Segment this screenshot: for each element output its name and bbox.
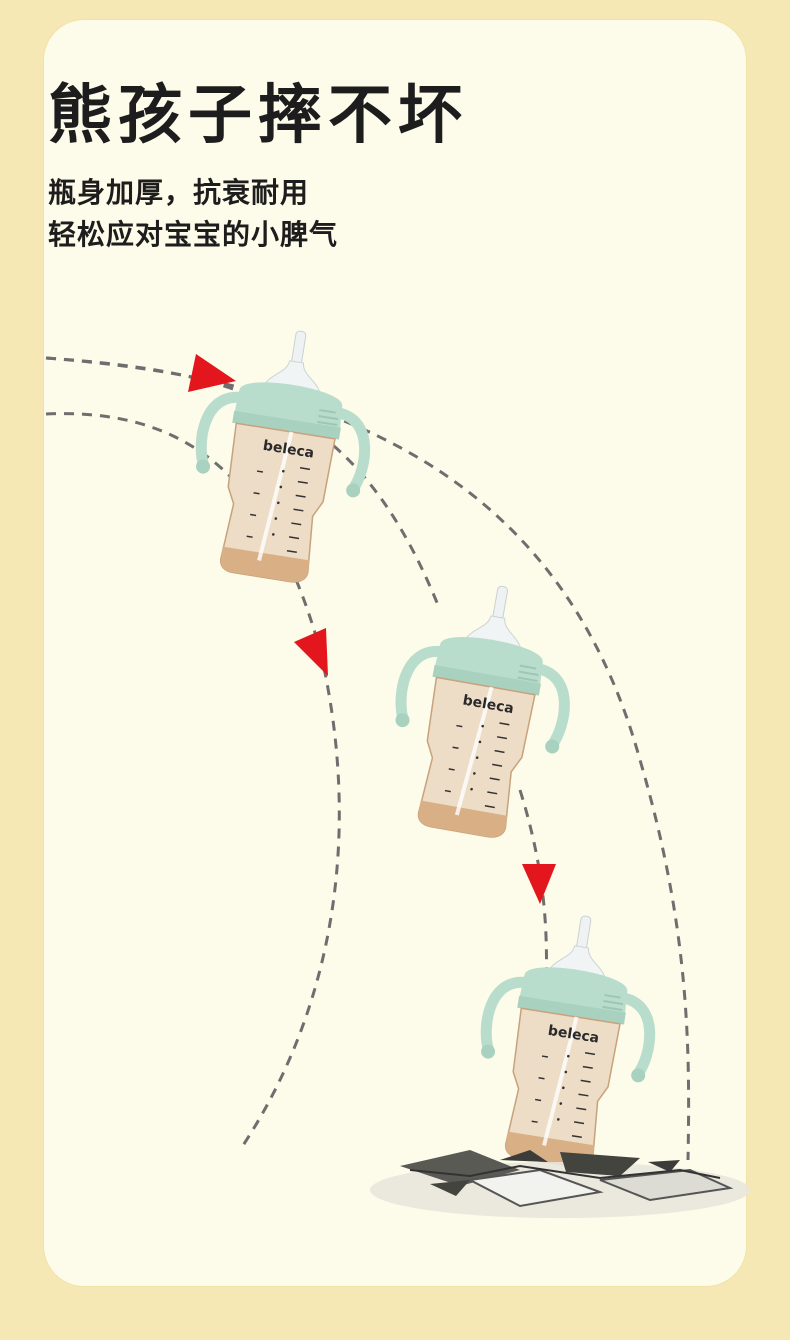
- content-card: [44, 20, 746, 1286]
- headline: 熊孩子摔不坏: [48, 79, 468, 153]
- arrow-icon: [188, 354, 236, 392]
- subtitle-line-1: 瓶身加厚，抗衰耐用: [48, 176, 310, 209]
- baby-bottle-middle: beleca: [378, 572, 585, 846]
- cracked-ground: [370, 1150, 750, 1218]
- svg-text:beleca: beleca: [547, 1023, 600, 1047]
- svg-text:beleca: beleca: [262, 438, 315, 462]
- trajectory-left-fall: [238, 649, 341, 1151]
- baby-bottle-bottom: beleca: [465, 903, 668, 1175]
- trajectory-top-lower: [45, 412, 322, 651]
- arrow-icon: [522, 864, 556, 904]
- subtitle-line-2: 轻松应对宝宝的小脾气: [48, 218, 339, 251]
- baby-bottle-top: beleca: [180, 318, 383, 590]
- subtitle: 瓶身加厚，抗衰耐用 轻松应对宝宝的小脾气: [48, 172, 338, 256]
- arrow-icon: [294, 628, 328, 676]
